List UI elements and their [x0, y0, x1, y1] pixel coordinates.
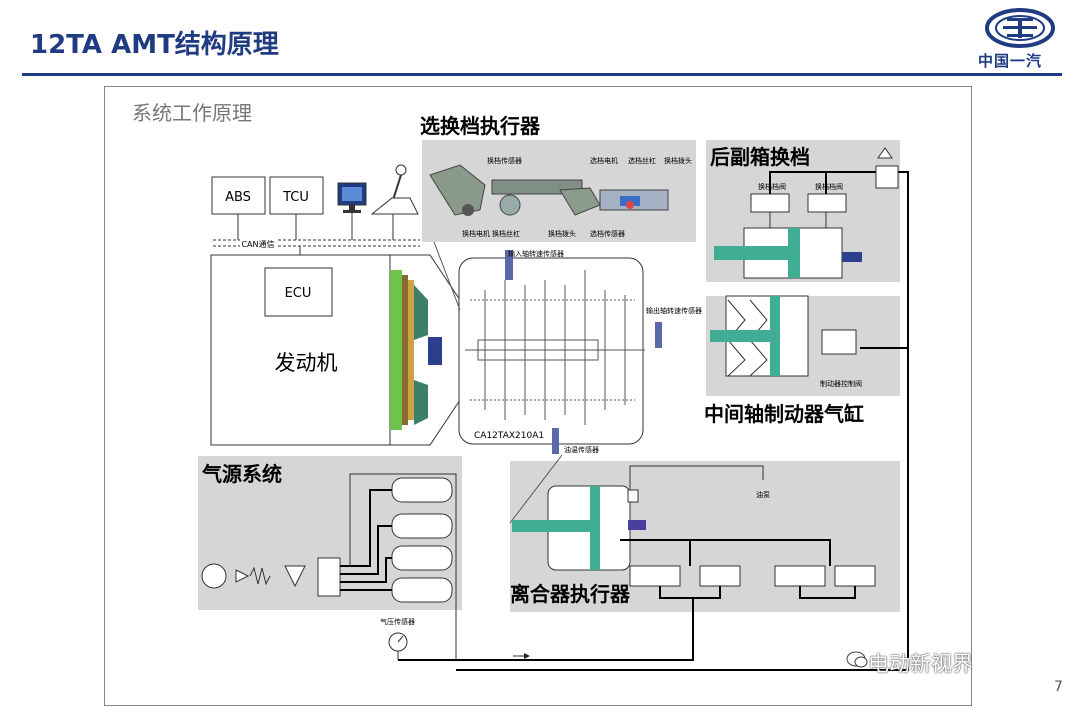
shift-screw-label: 换档丝杠 [492, 229, 520, 238]
oil-temp-sensor-label: 油温传感器 [564, 445, 599, 454]
select-screw-label: 选档丝杠 [628, 156, 656, 165]
ecu-label: ECU [285, 286, 312, 301]
abs-label: ABS [225, 190, 251, 205]
output-speed-sensor-label: 输出轴转速传感器 [646, 306, 702, 315]
air-supply-panel [198, 456, 462, 660]
range-valve-2-label: 换档档阀 [815, 182, 843, 191]
pressure-sensor-label: 气压传感器 [380, 617, 415, 626]
input-speed-sensor-label: 输入轴转速传感器 [508, 249, 564, 258]
diagram-frame [104, 86, 972, 706]
countershaft-brake-title: 中间轴制动器气缸 [704, 402, 864, 426]
faw-logo [985, 8, 1055, 48]
shift-head-label: 换档拨头 [548, 229, 576, 238]
engine-label: 发动机 [275, 351, 338, 375]
shift-motor-label: 换档电机 [462, 229, 490, 238]
gear-lever-icon [370, 164, 419, 215]
slide-title: 12TA AMT结构原理 [30, 30, 279, 60]
frame-title: 系统工作原理 [132, 101, 252, 125]
oil-pump-label: 油泵 [756, 490, 770, 499]
chat-bubble-icon [846, 651, 868, 668]
select-motor-label: 选档电机 [590, 156, 618, 165]
air-supply-title: 气源系统 [201, 462, 282, 486]
gearbox-model-label: CA12TAX210A1 [474, 431, 544, 441]
shift-actuator-title: 选换档执行器 [420, 114, 541, 138]
clutch-actuator-panel: 油泵 [510, 461, 900, 612]
logo-text: 中国一汽 [978, 52, 1043, 70]
shift-nut-label: 换档拨头 [664, 156, 692, 165]
page-number: 7 [1054, 679, 1063, 695]
tcu-label: TCU [282, 190, 309, 205]
can-bus-label: CAN通信 [241, 239, 274, 249]
display-icon [337, 182, 367, 213]
title-rule [22, 73, 1062, 76]
watermark: 电动新视界 [868, 652, 973, 676]
countershaft-brake-panel: 制动器控制阀 [706, 295, 900, 396]
shift-actuator-panel: 换档传感器 选档电机 选档丝杠 换档拨头 换档电机 换档丝杠 换档拨头 选档传感… [422, 140, 696, 242]
clutch-actuator-title: 离合器执行器 [510, 582, 631, 606]
shift-sensor-label: 换档传感器 [487, 156, 522, 165]
select-sensor-label: 选档传感器 [590, 229, 625, 238]
abs-box: ABS [211, 176, 266, 215]
tcu-box: TCU [269, 176, 324, 215]
gearbox: 输入轴转速传感器 输出轴转速传感器 CA12TAX210A1 油温传感器 [458, 249, 702, 454]
range-valve-1-label: 换档档阀 [758, 182, 786, 191]
range-shift-title: 后副箱换档 [710, 145, 810, 169]
engine-block: ECU 发动机 [210, 254, 391, 446]
range-shift-panel: 换档档阀 换档档阀 [706, 140, 900, 282]
brake-valve-label: 制动器控制阀 [820, 379, 862, 388]
